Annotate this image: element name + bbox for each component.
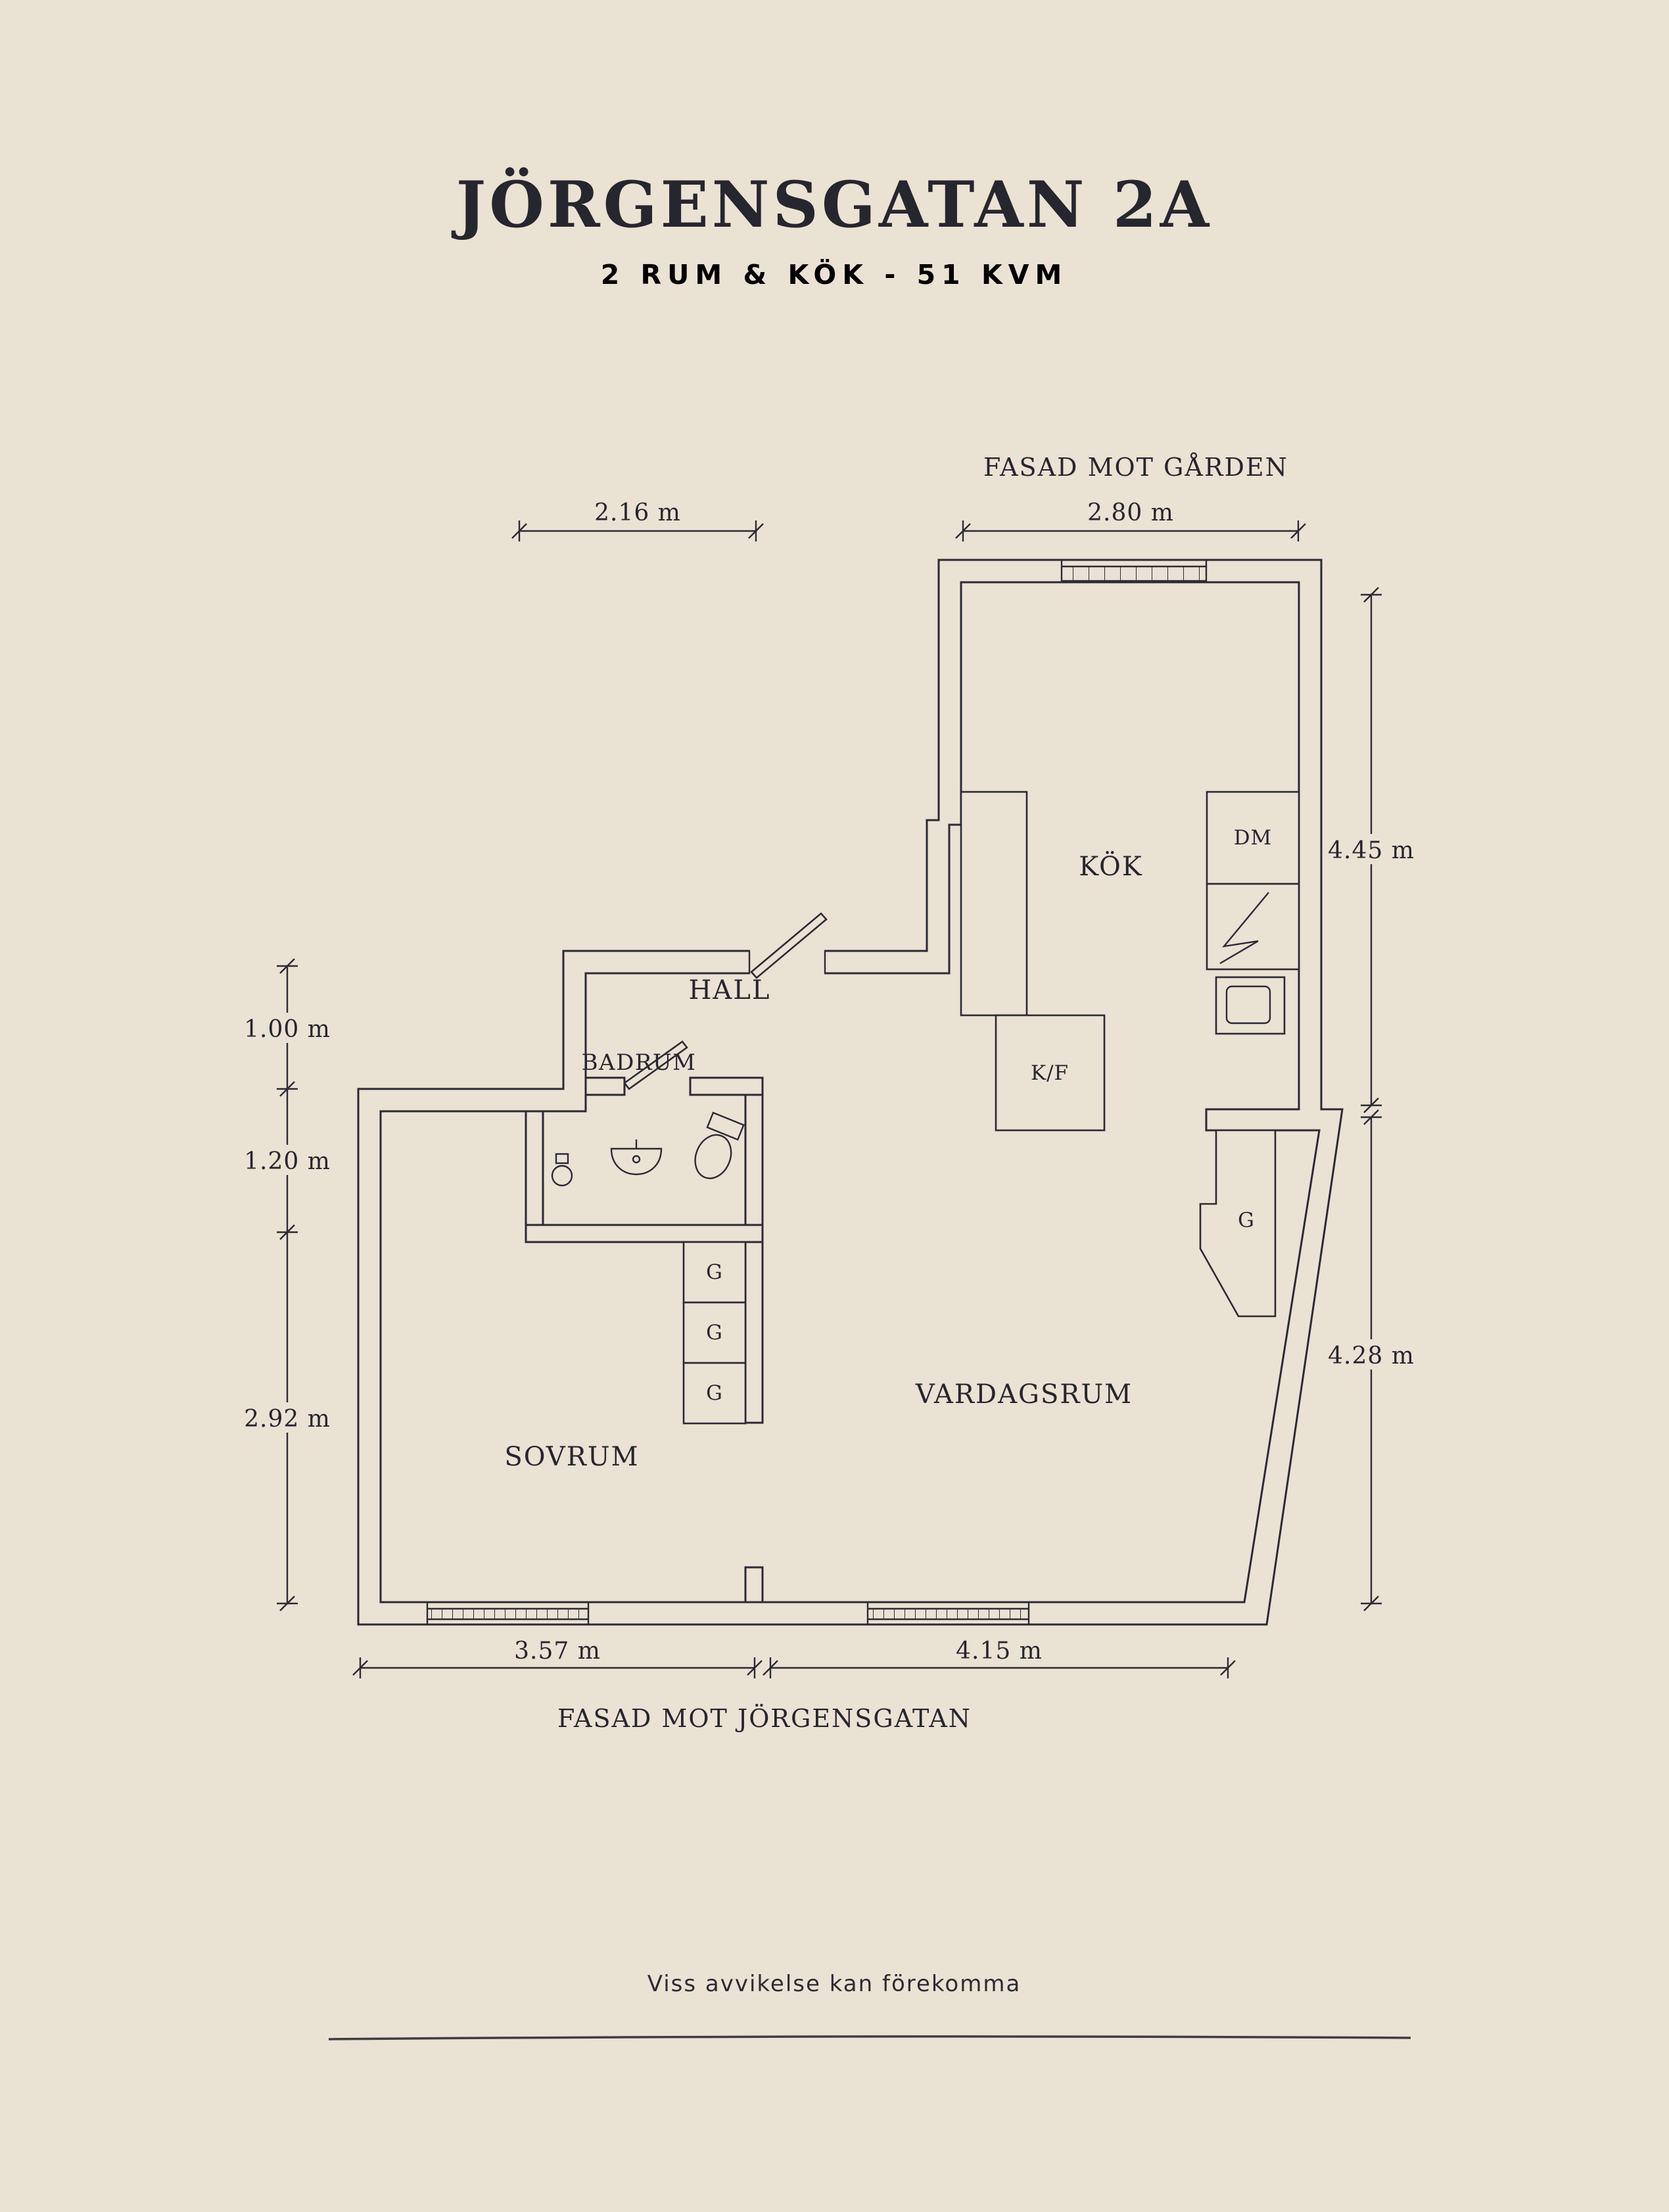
facade-top-label: FASAD MOT GÅRDEN: [983, 453, 1288, 482]
room-label-livingroom: VARDAGSRUM: [915, 1379, 1133, 1410]
wall-stub-bottom: [744, 1566, 764, 1603]
dim-right: 4.45 m 4.28 m: [1327, 587, 1416, 1611]
dim-label-bottom-left: 3.57 m: [514, 1638, 601, 1665]
wall-bedroom-livingroom: [744, 1076, 764, 1424]
dim-label-right-lower: 4.28 m: [1328, 1343, 1415, 1370]
dim-label-top-right: 2.80 m: [1087, 499, 1174, 526]
label-wardrobe-2: G: [706, 1321, 723, 1345]
sink-basin-icon: [1225, 985, 1271, 1025]
wardrobe-corner-box: [1199, 1129, 1277, 1318]
bathroom-door-leaf: [623, 1040, 688, 1090]
label-dishwasher: DM: [1234, 826, 1273, 850]
label-wardrobe-1: G: [706, 1260, 723, 1284]
wardrobe-box-2: [682, 1301, 747, 1364]
dim-label-left-middle: 1.20 m: [244, 1148, 331, 1175]
wall-bathroom-bottom: [525, 1224, 764, 1243]
page-subtitle: 2 RUM & KÖK - 51 KVM: [601, 259, 1068, 290]
stove-icon: [1219, 892, 1269, 965]
dishwasher-box: [1206, 791, 1300, 885]
hall-door-jambs: [748, 951, 826, 973]
label-fridge-freezer: K/F: [1031, 1061, 1069, 1085]
dim-label-top-left: 2.16 m: [594, 499, 681, 526]
stove-box: [1206, 883, 1300, 971]
label-wardrobe-3: G: [706, 1381, 723, 1405]
window-kitchen: [1060, 560, 1208, 582]
window-livingroom: [866, 1602, 1030, 1624]
dim-bottom-right: 4.15 m: [763, 1638, 1236, 1678]
bathroom-fixtures: [551, 1111, 745, 1187]
dim-left: 1.00 m 1.20 m 2.92 m: [243, 958, 332, 1611]
dim-label-left-lower: 2.92 m: [244, 1406, 331, 1433]
windows: [426, 560, 1208, 1624]
window-bedroom: [426, 1602, 590, 1624]
room-label-kitchen: KÖK: [1079, 851, 1142, 882]
wall-bathroom-left: [525, 1110, 544, 1243]
dim-label-bottom-right: 4.15 m: [956, 1638, 1043, 1665]
wall-hall-bathroom-left: [584, 1076, 626, 1096]
dim-top-right: 2.80 m: [955, 499, 1306, 541]
kitchen-fixtures: [960, 791, 1300, 1132]
divider-line: [328, 2035, 1411, 2040]
room-label-bedroom: SOVRUM: [504, 1442, 639, 1472]
room-label-bathroom: BADRUM: [582, 1049, 697, 1076]
exterior-walls: [357, 559, 1344, 1626]
toilet-icon: [694, 1111, 745, 1180]
small-sink-icon: [551, 1153, 573, 1187]
label-wardrobe-corner: G: [1238, 1209, 1255, 1232]
fridge-freezer-box: [995, 1014, 1106, 1132]
dim-top-left: 2.16 m: [511, 499, 764, 541]
page-title: JÖRGENSGATAN 2A: [451, 168, 1212, 242]
room-label-hall: HALL: [689, 975, 771, 1005]
hall-door-leaf: [750, 912, 828, 979]
wardrobes: [682, 1129, 1277, 1425]
wardrobe-box-1: [682, 1241, 747, 1304]
kitchen-counter: [960, 791, 1028, 1017]
facade-bottom-label: FASAD MOT JÖRGENSGATAN: [557, 1704, 972, 1733]
doors: [623, 912, 828, 1090]
wardrobe-box-3: [682, 1362, 747, 1425]
wall-hall-bathroom-right: [689, 1076, 764, 1096]
dim-bottom-left: 3.57 m: [352, 1638, 763, 1678]
disclaimer-text: Viss avvikelse kan förekomma: [647, 1971, 1022, 1997]
dimension-lines: 2.16 m 2.80 m 4.45 m 4.28 m 1.00 m 1.20 …: [243, 499, 1416, 1678]
dim-label-left-upper: 1.00 m: [244, 1016, 331, 1043]
washbasin-icon: [610, 1140, 663, 1176]
dim-label-right-upper: 4.45 m: [1328, 837, 1415, 864]
